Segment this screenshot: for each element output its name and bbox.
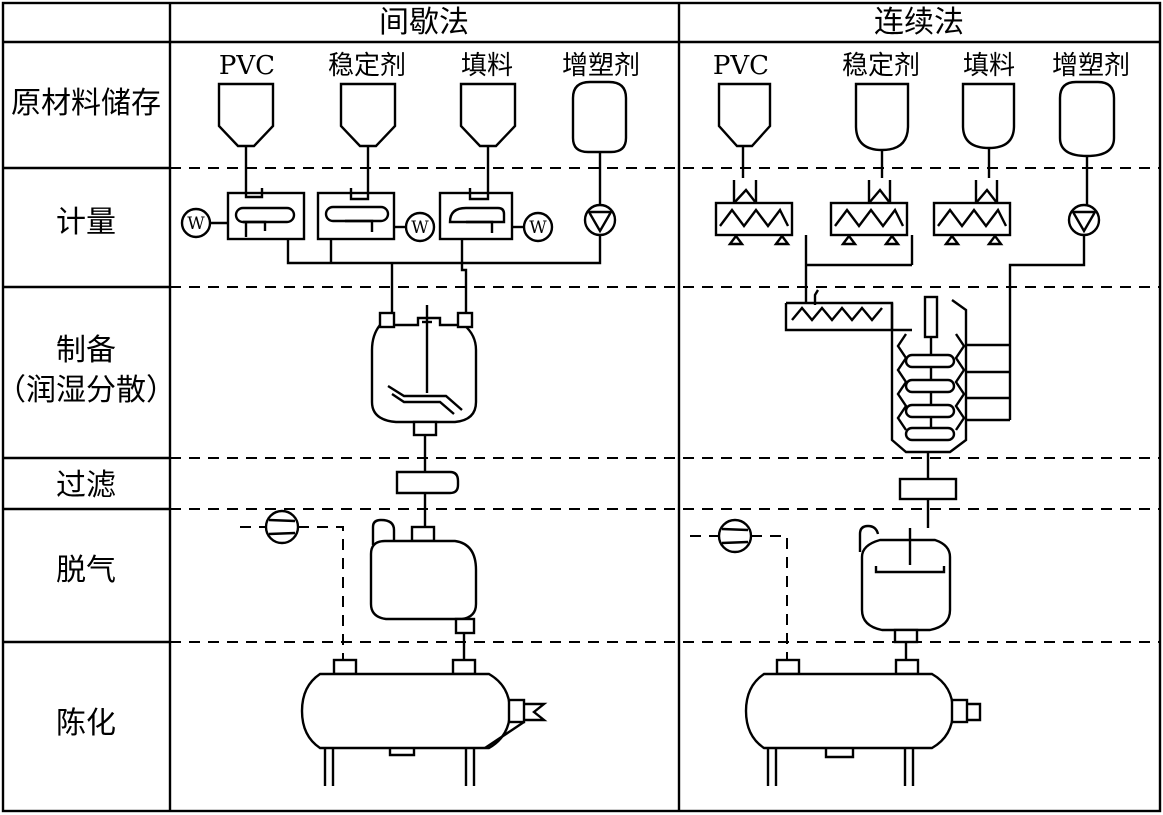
vacuum-pump-icon (264, 509, 300, 545)
continuous-storage (717, 80, 1116, 205)
batch-storage (217, 80, 628, 205)
batch-filter (395, 435, 460, 527)
tank-filler-continuous (961, 82, 1016, 150)
vacuum-pump-icon (717, 518, 753, 554)
row-separators (3, 166, 1160, 644)
weigh-scale-label: W (187, 214, 205, 234)
hopper-pvc-batch (217, 82, 275, 148)
row-label-degassing: 脱气 (56, 553, 116, 588)
tank-plasticizer-batch (571, 80, 628, 154)
weigh-scale-label: W (411, 218, 429, 238)
material-label-filler-batch: 填料 (461, 51, 513, 81)
continuous-metering (714, 180, 1101, 420)
batch-aging-tank (300, 658, 548, 786)
hopper-stabilizer-batch (339, 82, 397, 148)
weigh-scale-icon (404, 211, 436, 243)
column-header-batch: 间歇法 (379, 5, 469, 40)
tank-stabilizer-continuous (854, 82, 910, 152)
material-label-plasticizer-batch: 增塑剂 (562, 51, 640, 81)
material-label-pvc-continuous: PVC (713, 51, 769, 81)
batch-degasser (240, 509, 478, 660)
material-label-stabilizer-continuous: 稳定剂 (842, 51, 920, 81)
row-label-aging: 陈化 (56, 706, 116, 741)
tank-plasticizer-continuous (1058, 80, 1116, 158)
column-header-continuous: 连续法 (874, 5, 964, 40)
row-label-filtering: 过滤 (56, 468, 116, 503)
weigh-scale-label: W (529, 218, 547, 238)
row-label-preparation-note: （润湿分散） (0, 373, 176, 408)
hopper-filler-batch (459, 82, 517, 148)
weigh-scale-icon (522, 211, 554, 243)
row-label-storage: 原材料储存 (11, 86, 161, 121)
weigh-scale-icon (180, 207, 212, 239)
continuous-filter (898, 477, 958, 528)
batch-metering: W W W (180, 178, 617, 314)
hopper-pvc-continuous (717, 82, 772, 148)
continuous-aging-tank (744, 658, 982, 786)
material-label-pvc-batch: PVC (219, 51, 275, 81)
batch-mixer (370, 305, 478, 437)
continuous-degasser (690, 518, 952, 662)
material-label-stabilizer-batch: 稳定剂 (328, 51, 406, 81)
material-label-plasticizer-continuous: 增塑剂 (1052, 51, 1130, 81)
row-label-preparation: 制备 (56, 333, 116, 368)
row-label-metering: 计量 (56, 205, 116, 240)
material-label-filler-continuous: 填料 (963, 51, 1015, 81)
continuous-mixer (784, 289, 1010, 479)
